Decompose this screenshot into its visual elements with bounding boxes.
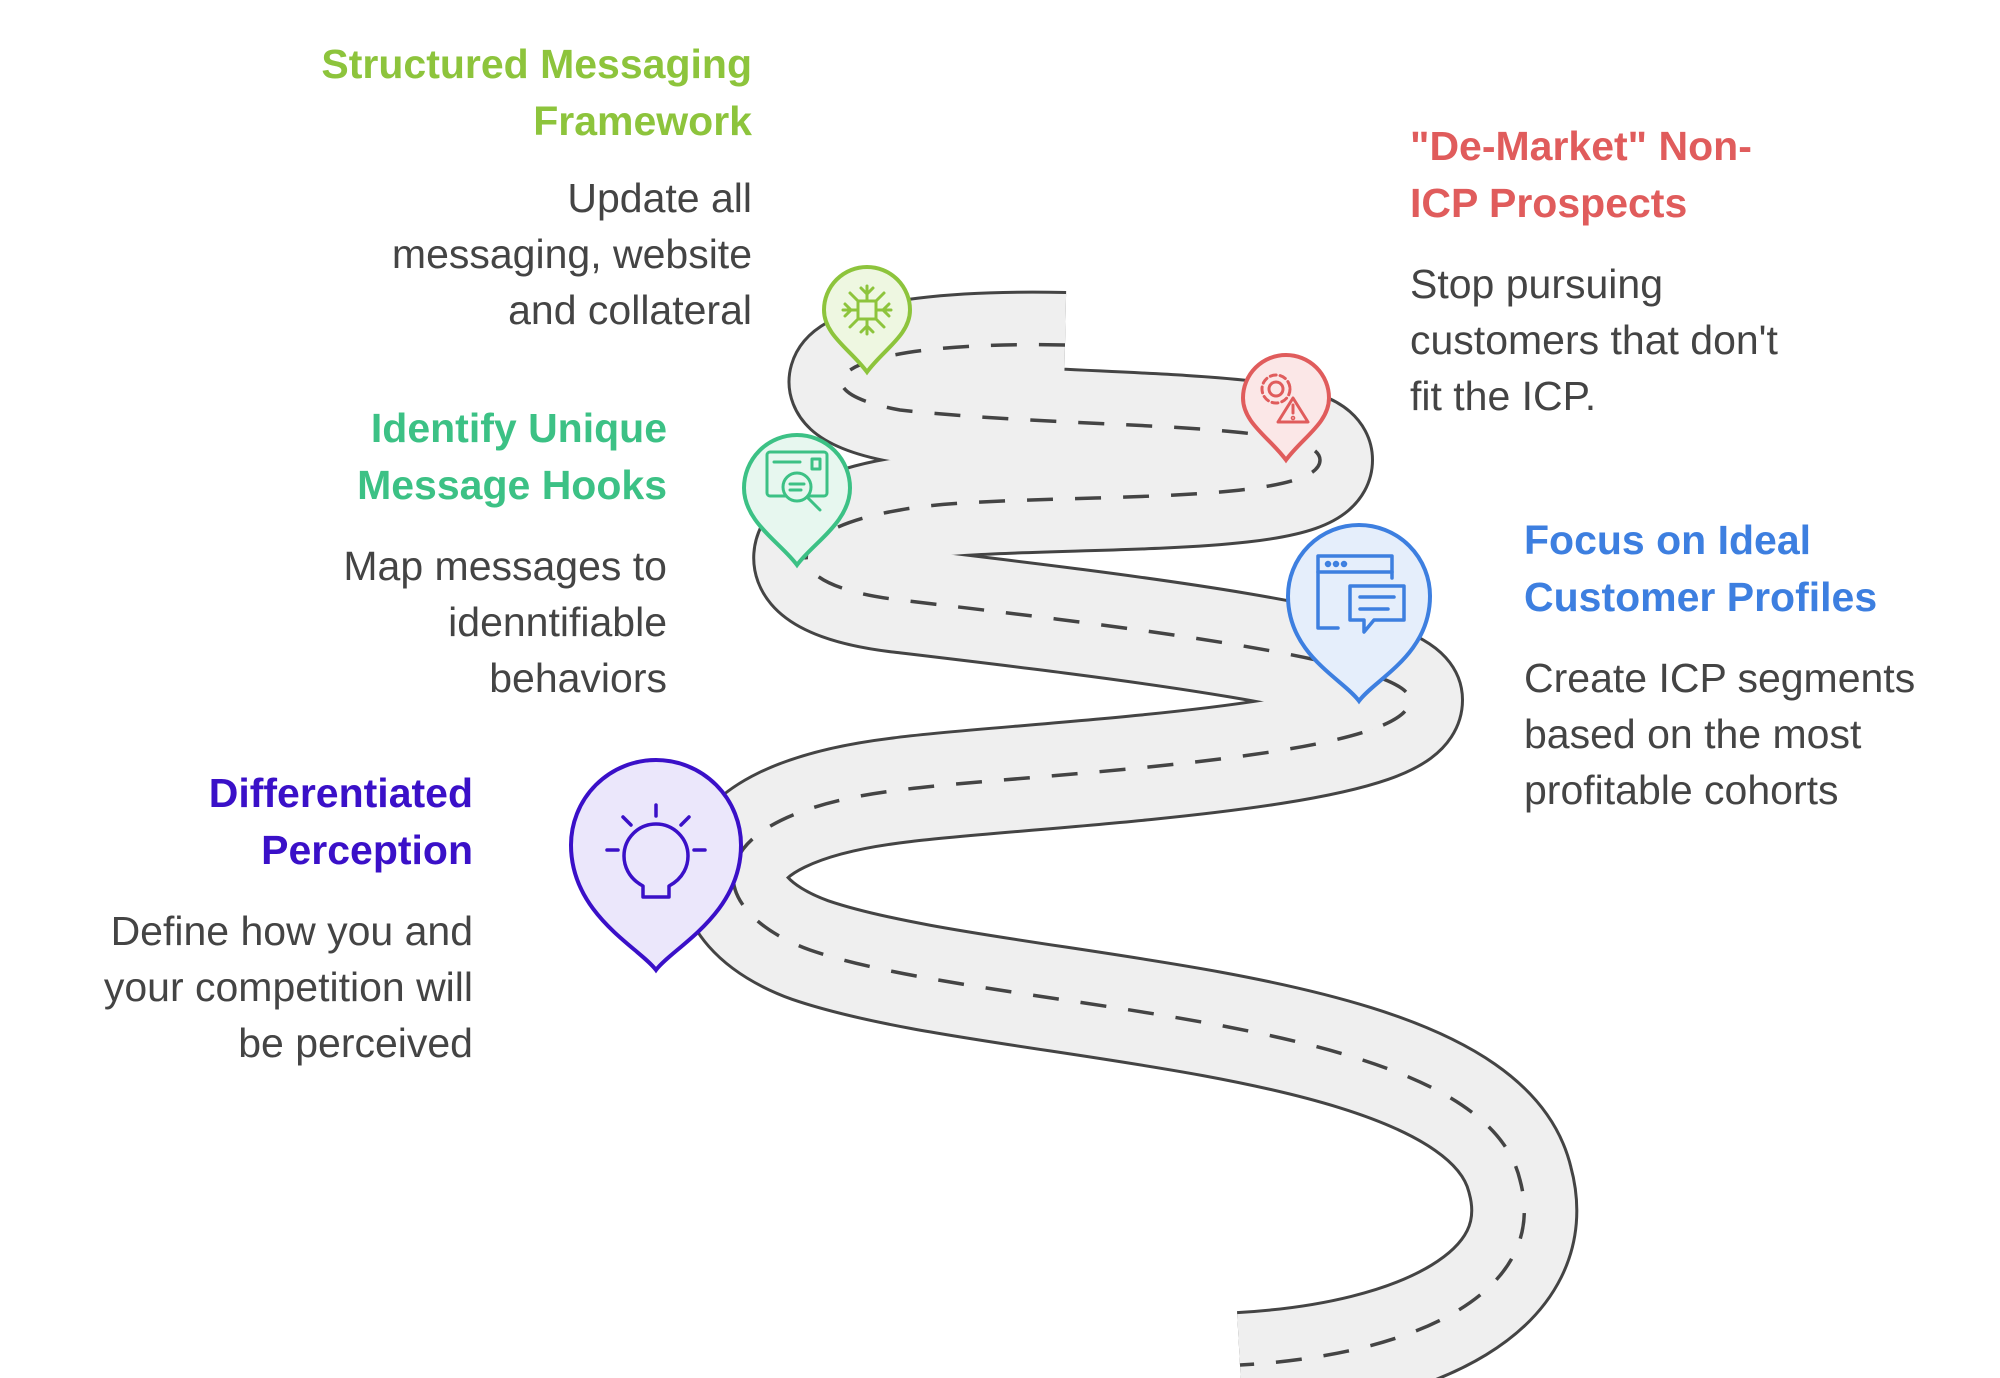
step-title: Identify Unique Message Hooks [357,405,667,508]
step-description: Update all messaging, website and collat… [391,175,752,333]
pin-structured-messaging [821,265,913,376]
pin-de-market [1240,353,1332,464]
pin-ideal-customer [1285,523,1433,705]
step-message-hooks: Identify Unique Message Hooks Map messag… [343,400,667,706]
step-ideal-customer: Focus on Ideal Customer Profiles Create … [1524,512,1915,818]
step-title: Differentiated Perception [208,770,473,873]
pin-differentiated-perception [568,758,744,974]
lightbulb-icon [605,803,707,899]
snowflake-icon [841,284,893,336]
step-description: Create ICP segments based on the most pr… [1524,655,1916,813]
browser-chat-icon [1316,554,1406,634]
step-de-market: "De-Market" Non- ICP Prospects Stop purs… [1410,118,1778,424]
step-structured-messaging: Structured Messaging Framework Update al… [321,36,752,338]
gear-warning-icon [1260,373,1310,424]
road-center-line [731,342,1527,1367]
step-description: Map messages to idenntifiable behaviors [343,543,667,701]
step-differentiated-perception: Differentiated Perception Define how you… [104,765,473,1071]
search-document-icon [765,450,829,512]
step-title: Structured Messaging Framework [321,41,752,144]
step-description: Define how you and your competition will… [103,908,473,1066]
step-title: "De-Market" Non- ICP Prospects [1410,123,1752,226]
pin-message-hooks [741,433,853,569]
step-title: Focus on Ideal Customer Profiles [1524,517,1878,620]
step-description: Stop pursuing customers that don't fit t… [1410,261,1778,419]
